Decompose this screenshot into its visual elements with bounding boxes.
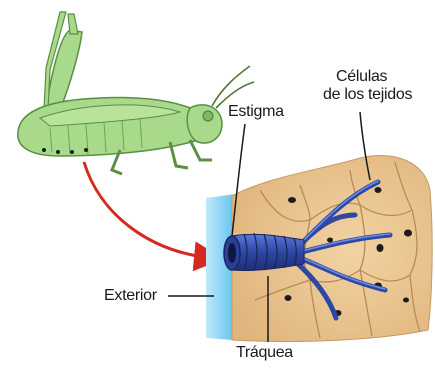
estigma-label: Estigma — [228, 103, 284, 121]
celulas-label-line1: Células — [336, 68, 434, 86]
zoom-arrow — [84, 162, 212, 258]
exterior-label: Exterior — [104, 287, 157, 305]
celulas-label: Células de los tejidos — [336, 68, 434, 104]
traquea-label: Tráquea — [236, 344, 293, 362]
celulas-label-line2: de los tejidos — [323, 86, 434, 104]
grasshopper-illustration — [18, 12, 254, 174]
